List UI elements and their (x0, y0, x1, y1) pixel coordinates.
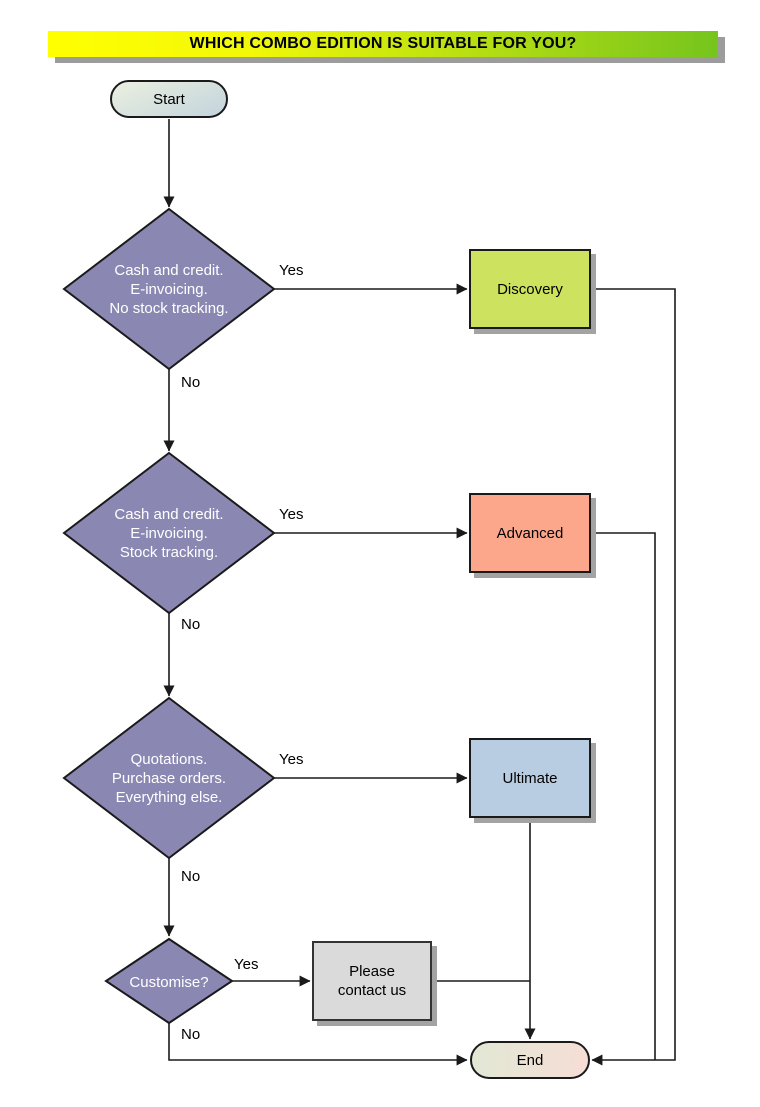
decision3-line2: Purchase orders. (111, 770, 227, 787)
advanced-node: Advanced (469, 493, 591, 573)
decision1-line2: E-invoicing. (130, 281, 208, 298)
edge-label-no-2: No (181, 616, 201, 633)
decision4-label: Customise? (129, 974, 209, 991)
decision3-line3: Everything else. (115, 789, 223, 806)
page-title: WHICH COMBO EDITION IS SUITABLE FOR YOU? (189, 35, 577, 52)
edge-label-yes-2: Yes (279, 506, 304, 523)
advanced-label: Advanced (496, 524, 564, 542)
decision2-line2: E-invoicing. (130, 525, 208, 542)
discovery-label: Discovery (497, 280, 563, 298)
start-node: Start (110, 80, 228, 118)
decision2-text: Cash and credit. E-invoicing. Stock trac… (84, 505, 254, 562)
edge-label-yes-1: Yes (279, 262, 304, 279)
contact-label-line2: contact us (337, 982, 407, 999)
edge-discovery-to-end (591, 288, 676, 1066)
edge-label-no-4: No (181, 1026, 201, 1043)
decision1-diamond (62, 207, 276, 371)
decision2-line1: Cash and credit. (114, 506, 224, 523)
edge-label-yes-3: Yes (279, 751, 304, 768)
end-node: End (470, 1041, 590, 1079)
decision4-text: Customise? (104, 973, 234, 992)
ultimate-node: Ultimate (469, 738, 591, 818)
decision3-line1: Quotations. (130, 751, 208, 768)
contact-label-line1: Please (349, 963, 395, 980)
decision3-text: Quotations. Purchase orders. Everything … (84, 750, 254, 807)
decision2-diamond (62, 451, 276, 615)
edge-decision4-no-to-end (168, 1023, 468, 1066)
discovery-node: Discovery (469, 249, 591, 329)
edge-label-no-1: No (181, 374, 201, 391)
decision3-diamond (62, 696, 276, 860)
edge-label-no-3: No (181, 868, 201, 885)
title-banner: WHICH COMBO EDITION IS SUITABLE FOR YOU? (48, 31, 718, 57)
end-label: End (516, 1051, 544, 1069)
decision4-diamond (104, 937, 234, 1025)
edge-advanced-to-end (591, 532, 656, 1060)
decision1-text: Cash and credit. E-invoicing. No stock t… (84, 261, 254, 318)
decision1-line1: Cash and credit. (114, 262, 224, 279)
contact-us-node: Please contact us (312, 941, 432, 1021)
start-label: Start (153, 90, 185, 108)
decision2-line3: Stock tracking. (119, 544, 219, 561)
ultimate-label: Ultimate (502, 769, 558, 787)
edge-label-yes-4: Yes (234, 956, 259, 973)
decision1-line3: No stock tracking. (109, 300, 229, 317)
